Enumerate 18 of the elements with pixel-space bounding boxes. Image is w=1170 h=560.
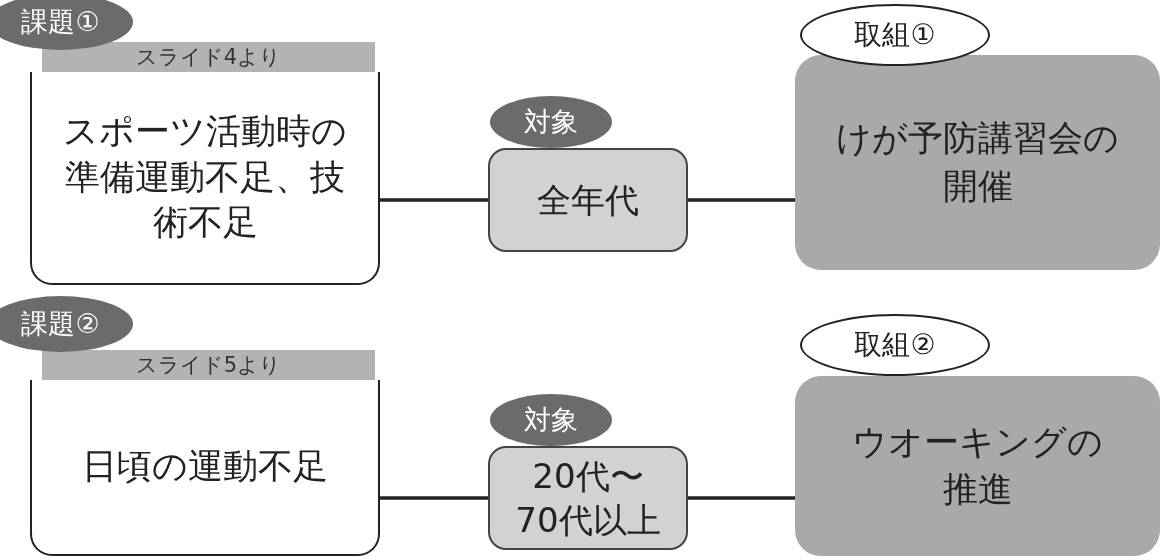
heading-ellipse: 対象	[490, 96, 612, 148]
heading-ellipse: 課題②	[0, 296, 133, 352]
source-band: スライド5より	[42, 350, 375, 380]
problem-box: スポーツ活動時の準備運動不足、技術不足	[30, 72, 380, 285]
connector-line	[688, 198, 795, 202]
heading-ellipse: 対象	[490, 394, 612, 446]
heading-ellipse: 課題①	[0, 0, 133, 50]
heading-ellipse: 取組①	[800, 4, 990, 66]
action-box: けが予防講習会の開催	[795, 55, 1160, 270]
target-box: 全年代	[488, 148, 688, 252]
heading-ellipse: 取組②	[800, 314, 990, 376]
connector-line	[688, 496, 795, 500]
target-box: 20代〜70代以上	[488, 446, 688, 550]
source-band: スライド4より	[42, 42, 375, 72]
problem-box: 日頃の運動不足	[30, 380, 380, 556]
connector-line	[380, 496, 488, 500]
action-box: ウオーキングの推進	[795, 376, 1160, 556]
connector-line	[380, 198, 488, 202]
